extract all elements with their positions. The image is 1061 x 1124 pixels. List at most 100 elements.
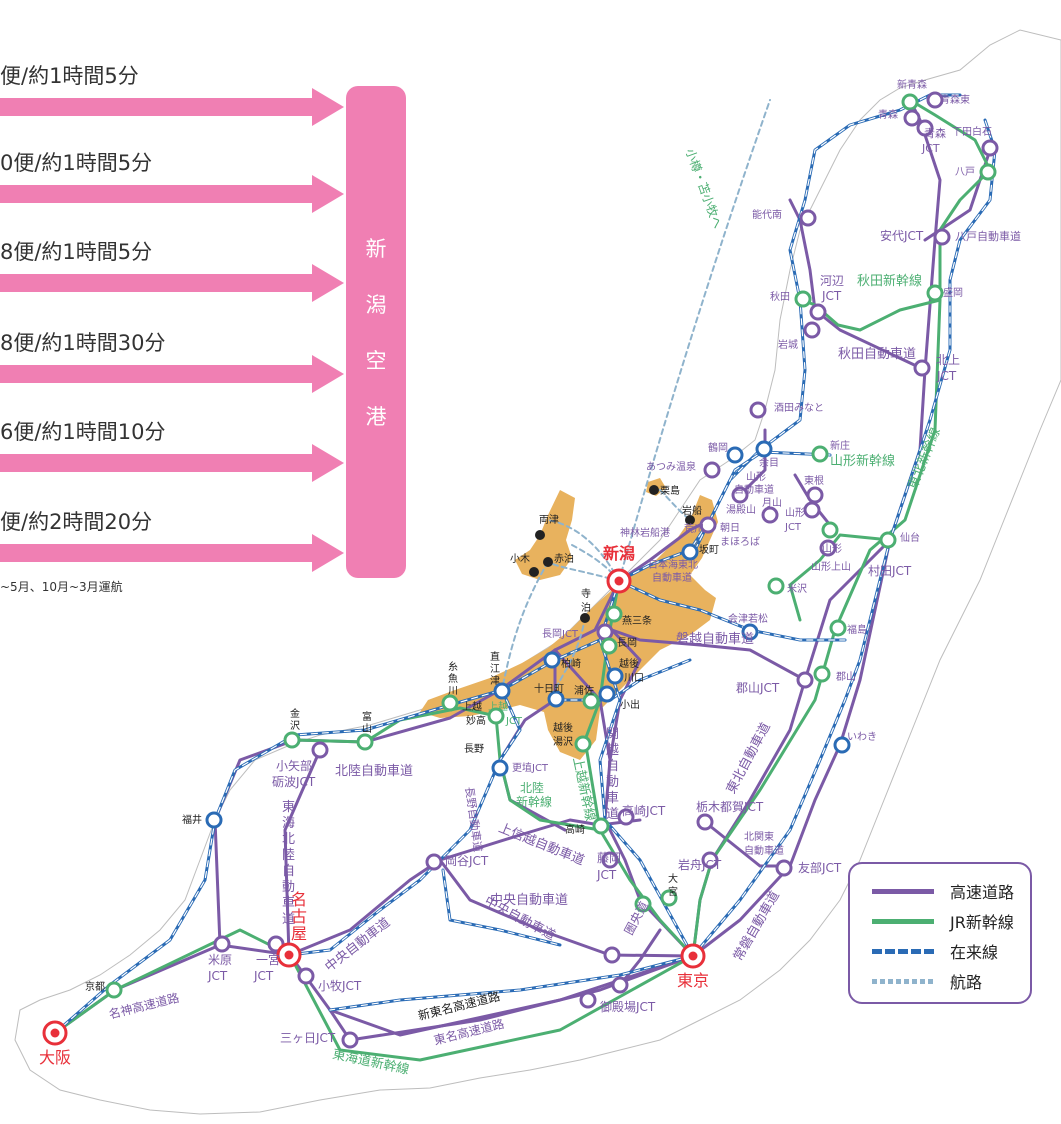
place-label: 新幹線 (516, 794, 552, 809)
legend-label: JR新幹線 (950, 913, 1014, 932)
station-node (441, 694, 459, 712)
place-label: 小牧JCT (318, 979, 362, 993)
place-label: 川口 (624, 673, 644, 684)
place-label: 自 (606, 759, 619, 774)
flight-arrow-shaft (0, 274, 318, 292)
station-node (600, 637, 618, 655)
place-label: 酒田みなと (774, 402, 824, 414)
place-label: 北陸自動車道 (335, 763, 413, 779)
place-label: 魚 (448, 672, 458, 685)
station-node (731, 486, 749, 504)
station-node (819, 539, 837, 557)
place-label: 山形 (746, 471, 766, 483)
station-node (425, 853, 443, 871)
place-label: 河辺 (820, 274, 844, 288)
shinkansen-line (691, 98, 992, 958)
place-label: 十日町 (534, 682, 564, 695)
port-dot (685, 515, 695, 525)
legend-label: 航路 (950, 973, 983, 992)
flight-arrow-shaft (0, 98, 318, 116)
place-label: 秋田自動車道 (838, 347, 916, 362)
flight-arrow-shaft (0, 365, 318, 383)
port-dot (580, 613, 590, 623)
place-label: 柏崎 (561, 657, 581, 670)
place-label: 湯殿山 (726, 503, 756, 516)
station-node (749, 401, 767, 419)
place-label: 越後 (619, 657, 639, 670)
place-label: 湯沢 (553, 735, 573, 748)
place-label: JCT (253, 969, 274, 983)
station-node (726, 446, 744, 464)
station-node (491, 759, 509, 777)
place-label: 岩城 (778, 338, 798, 351)
place-label: 下田白石 (952, 125, 992, 138)
legend-item-rail: 在来線 (872, 936, 1032, 966)
sea-route (618, 99, 771, 582)
station-node (813, 665, 831, 683)
major-city-dot (50, 1028, 60, 1038)
airport-char: 空 (365, 349, 387, 373)
station-node (811, 445, 829, 463)
place-label: 栃木都賀JCT (696, 800, 764, 814)
place-label: 泊 (581, 602, 591, 614)
place-label: 自 (282, 864, 295, 879)
place-label: 日本海東北 (648, 558, 698, 571)
place-label: 燕三条 (622, 614, 652, 627)
station-node (833, 736, 851, 754)
place-label: 仙台 (900, 531, 920, 544)
flight-arrow-head (312, 355, 344, 393)
legend-swatch (872, 889, 934, 894)
place-label: JCT (936, 369, 957, 383)
station-node (105, 981, 123, 999)
place-label: 上越 (462, 700, 482, 713)
place-label: 青森 (878, 108, 898, 121)
highway-line (283, 748, 322, 957)
place-label: 米沢 (787, 582, 807, 595)
station-node (741, 623, 759, 641)
station-node (311, 741, 329, 759)
station-node (582, 692, 600, 710)
place-label: 北上 (936, 353, 960, 367)
sea-route (554, 616, 586, 691)
place-label: 八戸 (955, 166, 975, 178)
place-label: 動 (606, 775, 619, 790)
place-label: JCT (505, 716, 523, 727)
station-node (703, 461, 721, 479)
place-label: 栗島 (660, 484, 680, 497)
flight-info: 便/約1時間5分 (0, 64, 139, 88)
place-label: 御殿場JCT (600, 999, 656, 1014)
station-node (761, 506, 779, 524)
legend-item-highway: 高速道路 (872, 876, 1032, 906)
highway-line (603, 628, 695, 958)
place-label: 山形上山 (811, 561, 851, 573)
place-label: 更埴JCT (512, 761, 549, 774)
station-node (493, 682, 511, 700)
place-label: 神林岩船港 (620, 526, 670, 539)
place-label: 能代南 (752, 208, 782, 221)
station-node (547, 690, 565, 708)
station-node (799, 209, 817, 227)
station-node (794, 290, 812, 308)
station-node (775, 859, 793, 877)
flight-info: 6便/約1時間10分 (0, 420, 166, 444)
place-label: あつみ温泉 (646, 460, 696, 473)
highway-line (348, 954, 695, 1042)
place-label: 大 (668, 872, 678, 885)
place-label: 磐越自動車道 (676, 632, 754, 647)
place-label: 高崎 (565, 823, 585, 836)
legend-swatch (872, 979, 934, 984)
rail-line-dash (329, 955, 694, 1011)
rail-line-dash (599, 639, 694, 957)
place-label: 車 (282, 896, 295, 911)
place-label: 江 (490, 663, 500, 675)
station-node (933, 228, 951, 246)
rail-line-dash (288, 689, 521, 956)
place-label: 東 (282, 799, 295, 815)
place-label: 妙高 (466, 714, 486, 727)
sea-route (547, 519, 620, 582)
place-label: 秋田 (770, 290, 790, 303)
flight-info: 8便/約1時間5分 (0, 240, 153, 264)
station-node (755, 440, 773, 458)
major-city-label: 屋 (291, 924, 307, 943)
place-label: 津 (490, 675, 500, 687)
